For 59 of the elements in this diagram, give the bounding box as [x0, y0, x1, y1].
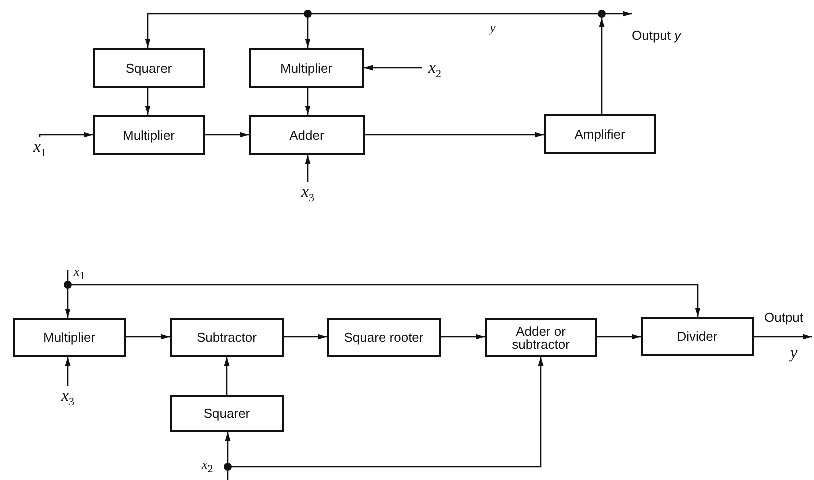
signal-arrow [305, 18, 311, 48]
output-label: Output [764, 310, 804, 326]
signal-arrow [597, 334, 641, 340]
signal-arrow [145, 13, 304, 48]
process-box [13, 318, 126, 357]
signal-arrow [126, 334, 170, 340]
input-variable: x$_{1}$ [74, 263, 86, 285]
signal-arrow [65, 289, 71, 318]
signal-arrow [365, 132, 544, 138]
signal-arrow [364, 65, 422, 71]
input-variable: x$_{1}$ [28, 137, 52, 161]
block-label: Adder or subtractor [511, 324, 571, 350]
junction-dot [64, 281, 72, 289]
signal-arrow [305, 155, 311, 182]
process-box [544, 114, 656, 154]
block-label: Squarer [204, 407, 250, 420]
process-box [170, 318, 284, 357]
signal-line [312, 13, 598, 15]
junction-dot [224, 463, 232, 471]
signal-arrow [225, 432, 231, 463]
signal-arrow [145, 88, 151, 115]
input-variable: x$_{2}$ [422, 58, 448, 80]
block-label: Divider [677, 330, 718, 343]
process-box [485, 318, 597, 357]
input-variable: x$_{2}$ [202, 456, 214, 478]
signal-arrow [754, 334, 812, 340]
signal-arrow [224, 357, 230, 395]
signal-arrow [205, 132, 249, 138]
junction-dot [304, 10, 312, 18]
junction-dot [598, 10, 606, 18]
block-label: Square rooter [344, 331, 424, 344]
process-box [249, 48, 364, 88]
process-box [93, 115, 205, 155]
signal-arrow [232, 357, 544, 468]
block-label: Multiplier [280, 62, 332, 74]
signal-arrow [305, 88, 311, 115]
input-variable: x$_{3}$ [296, 182, 320, 206]
signal-arrow [39, 132, 93, 138]
process-box [249, 115, 365, 155]
block-label: Multiplier [122, 128, 175, 142]
signal-arrow [284, 334, 327, 340]
signal-arrow [72, 284, 701, 317]
signal-arrow [65, 357, 71, 386]
signal-line [67, 270, 69, 281]
output-label: Output y [632, 28, 682, 44]
process-box [93, 48, 205, 88]
signal-arrow [606, 11, 632, 17]
output-label: y [788, 344, 798, 362]
process-box [170, 395, 284, 432]
signal-arrow [599, 18, 605, 114]
block-label: Squarer [126, 62, 172, 74]
signal-arrow [441, 334, 485, 340]
process-box [327, 318, 441, 357]
block-label: Adder [290, 128, 324, 142]
block-label: Multiplier [43, 331, 96, 344]
block-label: Amplifier [574, 128, 626, 140]
input-variable: x$_{3}$ [56, 386, 80, 410]
block-label: Subtractor [197, 331, 257, 344]
process-box [641, 317, 754, 356]
